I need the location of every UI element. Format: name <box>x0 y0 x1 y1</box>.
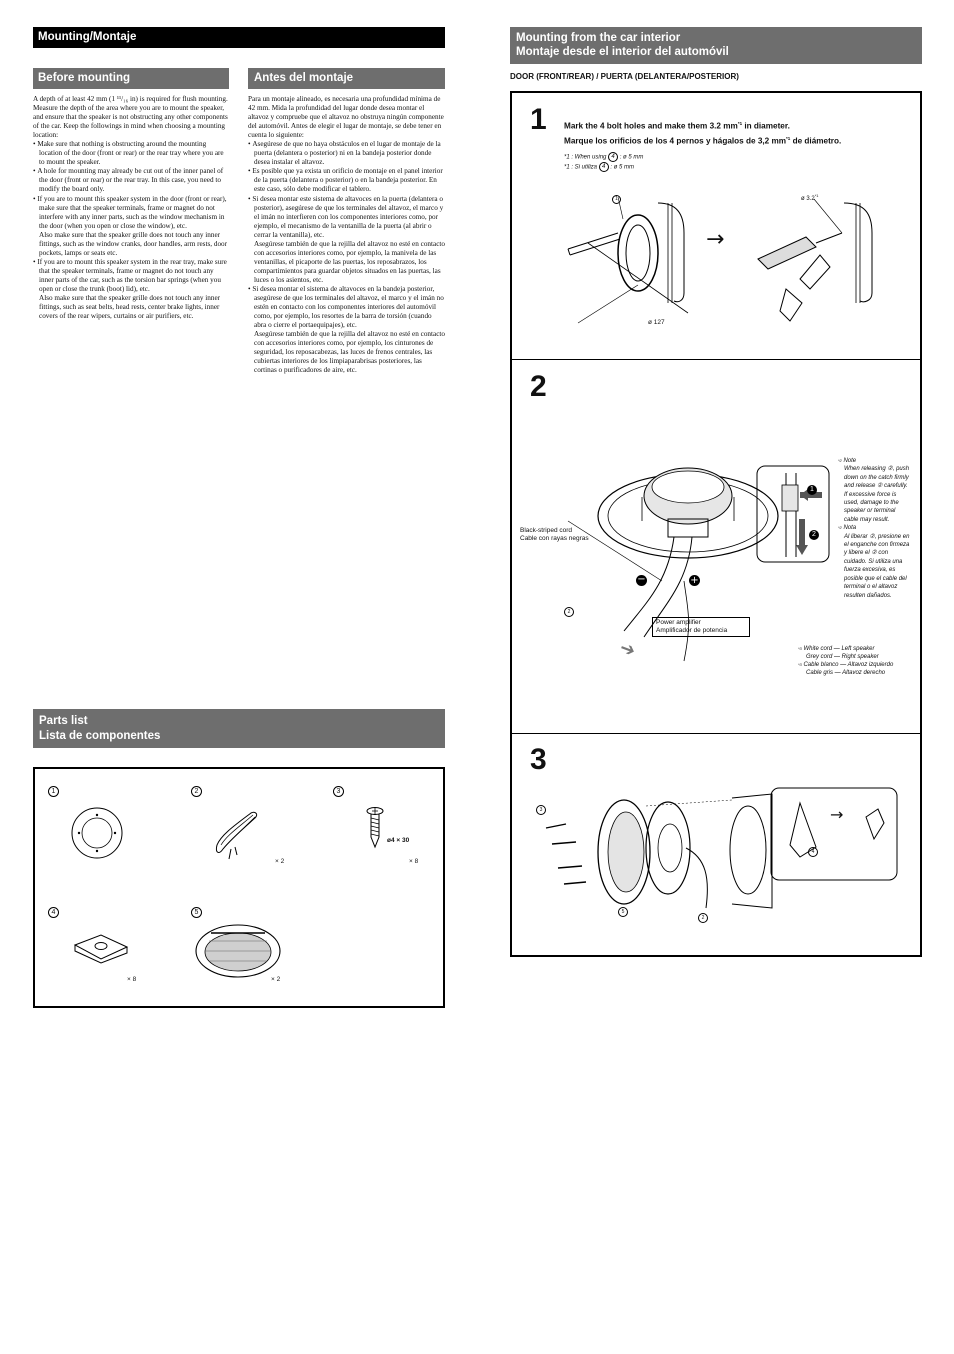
step-3-arrow-icon: → <box>830 805 844 824</box>
speed-nut-clip-illustration <box>73 934 129 964</box>
step-2-release-detail <box>756 465 830 563</box>
before-mounting-text-es: Para un montaje alineado, es necesaria u… <box>248 95 445 375</box>
plus-terminal-icon: + <box>689 575 700 586</box>
bullet-es-1: • Asegúrese de que no haya obstáculos en… <box>248 140 441 167</box>
black-cord-en: Black-striped cord <box>520 527 573 534</box>
before-mounting-text-en: A depth of at least 42 mm (1 ¹¹/₁₆ in) i… <box>33 95 229 321</box>
release-step-2-badge: 2 <box>809 530 819 540</box>
part-4-quantity: × 8 <box>127 976 137 983</box>
minus-terminal-icon: − <box>636 574 647 586</box>
step-1-ring-callout: 1 <box>612 195 621 204</box>
cord-es-1: *3 Cable blanco — Altavoz izquierdo <box>798 662 894 668</box>
grille-illustration <box>195 924 281 978</box>
before-mounting-header: Before mounting <box>33 68 229 89</box>
parts-list-title-en: Parts list <box>39 715 88 727</box>
step-3-grille-callout: 5 <box>618 907 628 917</box>
bullet-es-3: • Si desea montar este sistema de altavo… <box>248 194 444 239</box>
cord-en-2: Grey cord — Right speaker <box>806 654 879 660</box>
parts-list-box: 1 2 3 4 5 × 2 ø4 × 30 × 8 × 8 × 2 <box>33 767 445 1008</box>
dim-32-label: ø 3.2*1 <box>801 193 819 202</box>
step-3-clip-callout: 4 <box>808 847 818 857</box>
amp-es: Amplificador de potencia <box>656 627 728 635</box>
note-en-title: *2 Note <box>838 458 857 464</box>
steps-box: 1 Mark the 4 bolt holes and make them 3.… <box>510 91 922 957</box>
bullet-es-3b: Asegúrese también de que la rejilla del … <box>254 239 445 284</box>
car-interior-title-es: Montaje desde el interior del automóvil <box>516 46 729 58</box>
note-es-title: *2 Nota <box>838 525 857 532</box>
bullet-es-4: • Si desea montar el sistema de altavoce… <box>248 284 444 330</box>
cord-en-1: *3 White cord — Left speaker <box>798 646 875 652</box>
step-divider-2 <box>512 733 920 734</box>
step-1-footnote: *1 : When using 4 : ø 5 mm *1 : Si utili… <box>564 152 643 172</box>
parts-list-header: Parts list Lista de componentes <box>33 709 445 748</box>
part-3-quantity: × 8 <box>409 858 419 865</box>
step-1-door-illustration <box>567 196 689 324</box>
part-number-3: 3 <box>333 786 344 797</box>
part-number-5: 5 <box>191 907 202 918</box>
step-2-speaker-illustration <box>567 467 779 662</box>
bullet-es-2: • Es posible que ya exista un orificio d… <box>248 167 443 194</box>
bullet-es-4b: Asegúrese también de que la rejilla del … <box>254 330 445 375</box>
power-amplifier-label: Power amplifier Amplificador de potencia <box>652 617 750 638</box>
intro-es: Para un montaje alineado, es necesaria u… <box>248 95 444 140</box>
step-3-number: 3 <box>530 743 547 776</box>
part-number-4: 4 <box>48 907 59 918</box>
dim-127-label: ø 127 <box>648 319 665 326</box>
footnote-es: *1 : Si utiliza 4 : ø 5 mm <box>564 162 635 172</box>
step-1-text-en: Mark the 4 bolt holes and make them 3.2 … <box>564 121 790 131</box>
bullet-en-1: • Make sure that nothing is obstructing … <box>33 140 224 167</box>
car-interior-header: Mounting from the car interior Montaje d… <box>510 27 922 64</box>
cord-es-2: Cable gris — Altavoz derecho <box>806 670 886 676</box>
release-step-1-badge: 1 <box>807 485 817 495</box>
car-interior-title-en: Mounting from the car interior <box>516 32 681 44</box>
amp-en: Power amplifier <box>656 619 701 626</box>
bullet-en-4b: Also make sure that the speaker grille d… <box>39 294 221 321</box>
step-3-cable-callout: 2 <box>698 913 708 923</box>
step-3-assembly-illustration <box>545 793 773 909</box>
mounting-header: Mounting/Montaje <box>33 27 445 48</box>
part-number-1: 1 <box>48 786 59 797</box>
black-striped-cord-label: Black-striped cord Cable con rayas negra… <box>520 527 589 543</box>
gasket-ring-illustration <box>71 807 123 859</box>
cable-coil-illustration <box>216 811 258 860</box>
step-1-instruction: Mark the 4 bolt holes and make them 3.2 … <box>564 118 841 147</box>
step-divider-1 <box>512 359 920 360</box>
bullet-en-3: • If you are to mount this speaker syste… <box>33 194 227 230</box>
part-number-2: 2 <box>191 786 202 797</box>
step-1-arrow-icon: → <box>706 227 725 252</box>
intro-en: A depth of at least 42 mm (1 ¹¹/₁₆ in) i… <box>33 95 228 140</box>
bullet-en-2: • A hole for mounting may already be cut… <box>33 167 224 194</box>
footnote-en: *1 : When using 4 : ø 5 mm <box>564 152 644 162</box>
step-3-clip-detail <box>770 787 898 881</box>
step-1-text-es: Marque los orificios de los 4 pernos y h… <box>564 135 842 146</box>
step-1-drill-illustration <box>757 198 873 322</box>
bullet-en-4: • If you are to mount this speaker syste… <box>33 257 227 293</box>
step-3-screw-callout: 3 <box>536 805 546 815</box>
note-en-body: When releasing ②, push down on the catch… <box>844 466 910 523</box>
black-cord-es: Cable con rayas negras <box>520 535 589 543</box>
step-2-cable-callout: 2 <box>564 607 574 617</box>
cord-color-legend: *3 White cord — Left speaker Grey cord —… <box>798 645 893 677</box>
step-2-number: 2 <box>530 370 547 403</box>
bullet-en-3b: Also make sure that the speaker grille d… <box>39 230 228 257</box>
screw-illustration <box>366 807 384 849</box>
parts-list-title-es: Lista de componentes <box>39 730 161 742</box>
part-5-quantity: × 2 <box>271 976 281 983</box>
step-1-number: 1 <box>530 103 547 136</box>
note-es-body: Al liberar ②, presione en el enganche co… <box>844 533 910 599</box>
step-2-note: *2 Note When releasing ②, push down on t… <box>838 457 910 600</box>
screw-size-label: ø4 × 30 <box>387 837 410 844</box>
door-label: DOOR (FRONT/REAR) / PUERTA (DELANTERA/PO… <box>510 72 739 81</box>
part-2-quantity: × 2 <box>275 858 285 865</box>
antes-montaje-header: Antes del montaje <box>248 68 445 89</box>
